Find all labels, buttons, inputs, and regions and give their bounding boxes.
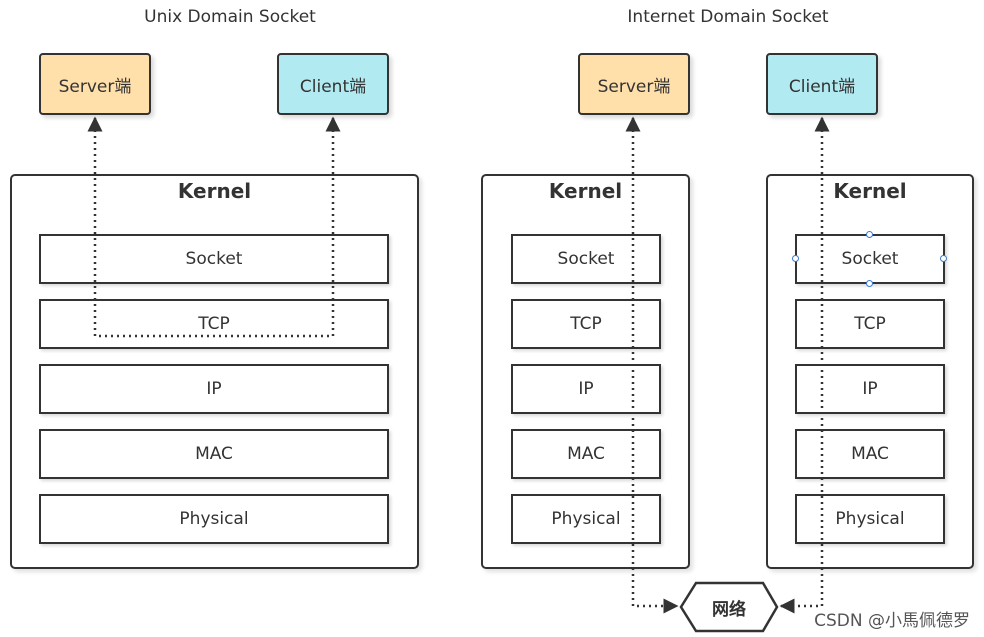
right-kernel-b-label: Kernel <box>833 179 907 203</box>
right-a-layer-ip-label: IP <box>578 379 594 399</box>
right-a-layer-physical-label: Physical <box>551 509 621 529</box>
right-b-layer-socket-label: Socket <box>841 249 899 269</box>
title-internet-domain-socket: Internet Domain Socket <box>627 7 829 27</box>
left-layer-ip[interactable]: IP <box>39 364 389 414</box>
left-server-node[interactable]: Server端 <box>39 53 151 115</box>
title-unix-domain-socket: Unix Domain Socket <box>144 7 316 27</box>
left-loop-connector <box>87 116 341 338</box>
left-layer-physical[interactable]: Physical <box>39 494 389 544</box>
right-client-label: Client端 <box>788 76 856 97</box>
right-b-layer-tcp-label: TCP <box>854 314 886 334</box>
right-b-layer-mac-label: MAC <box>851 444 889 464</box>
left-layer-ip-label: IP <box>206 379 222 399</box>
right-client-network-connector <box>779 116 830 614</box>
right-b-layer-physical-label: Physical <box>835 509 905 529</box>
right-server-network-connector <box>625 116 679 614</box>
right-a-layer-mac-label: MAC <box>567 444 605 464</box>
selection-handle-top[interactable] <box>866 231 873 238</box>
right-kernel-a[interactable]: Kernel <box>481 174 690 569</box>
left-kernel[interactable]: Kernel <box>10 174 419 569</box>
right-kernel-b[interactable]: Kernel <box>766 174 974 569</box>
left-layer-mac[interactable]: MAC <box>39 429 389 479</box>
network-label: 网络 <box>712 599 746 620</box>
left-layer-tcp-label: TCP <box>198 314 230 334</box>
left-layer-tcp[interactable]: TCP <box>39 299 389 349</box>
selection-handle-bottom[interactable] <box>866 280 873 287</box>
left-client-node[interactable]: Client端 <box>277 53 389 115</box>
right-kernel-a-label: Kernel <box>548 179 623 203</box>
right-a-layer-tcp-label: TCP <box>570 314 602 334</box>
left-server-label: Server端 <box>58 76 132 97</box>
right-client-node[interactable]: Client端 <box>766 53 878 115</box>
left-client-label: Client端 <box>299 76 367 97</box>
left-layer-mac-label: MAC <box>195 444 233 464</box>
selection-handle-right[interactable] <box>940 255 947 262</box>
right-b-layer-ip-label: IP <box>862 379 878 399</box>
left-kernel-label: Kernel <box>177 179 252 203</box>
right-server-label: Server端 <box>597 76 671 97</box>
left-layer-socket-label: Socket <box>185 249 243 269</box>
right-server-node[interactable]: Server端 <box>578 53 690 115</box>
csdn-watermark: CSDN @小馬佩德罗 <box>814 611 970 631</box>
left-layer-physical-label: Physical <box>179 509 249 529</box>
network-hexagon[interactable] <box>679 581 779 633</box>
right-a-layer-socket-label: Socket <box>557 249 615 269</box>
left-layer-socket[interactable]: Socket <box>39 234 389 284</box>
